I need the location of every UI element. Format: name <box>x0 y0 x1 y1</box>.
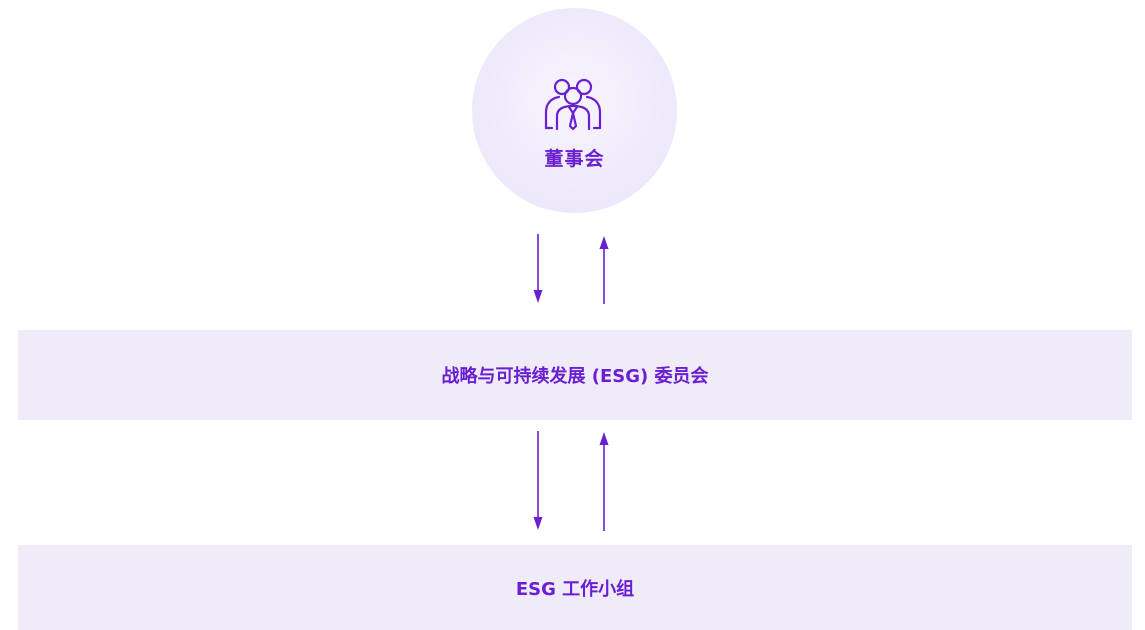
esg-working-group-node: ESG 工作小组 <box>18 545 1132 630</box>
board-label: 董事会 <box>544 148 605 170</box>
arrow-board-to-committee <box>533 234 543 303</box>
arrow-committee-to-working-group <box>533 431 543 530</box>
team-people-icon <box>544 78 602 131</box>
esg-working-group-label: ESG 工作小组 <box>515 578 635 600</box>
arrow-working-group-to-committee <box>599 432 609 531</box>
esg-committee-node: 战略与可持续发展 (ESG) 委员会 <box>18 330 1132 420</box>
arrow-committee-to-board <box>599 236 609 304</box>
esg-committee-label: 战略与可持续发展 (ESG) 委员会 <box>441 366 709 387</box>
